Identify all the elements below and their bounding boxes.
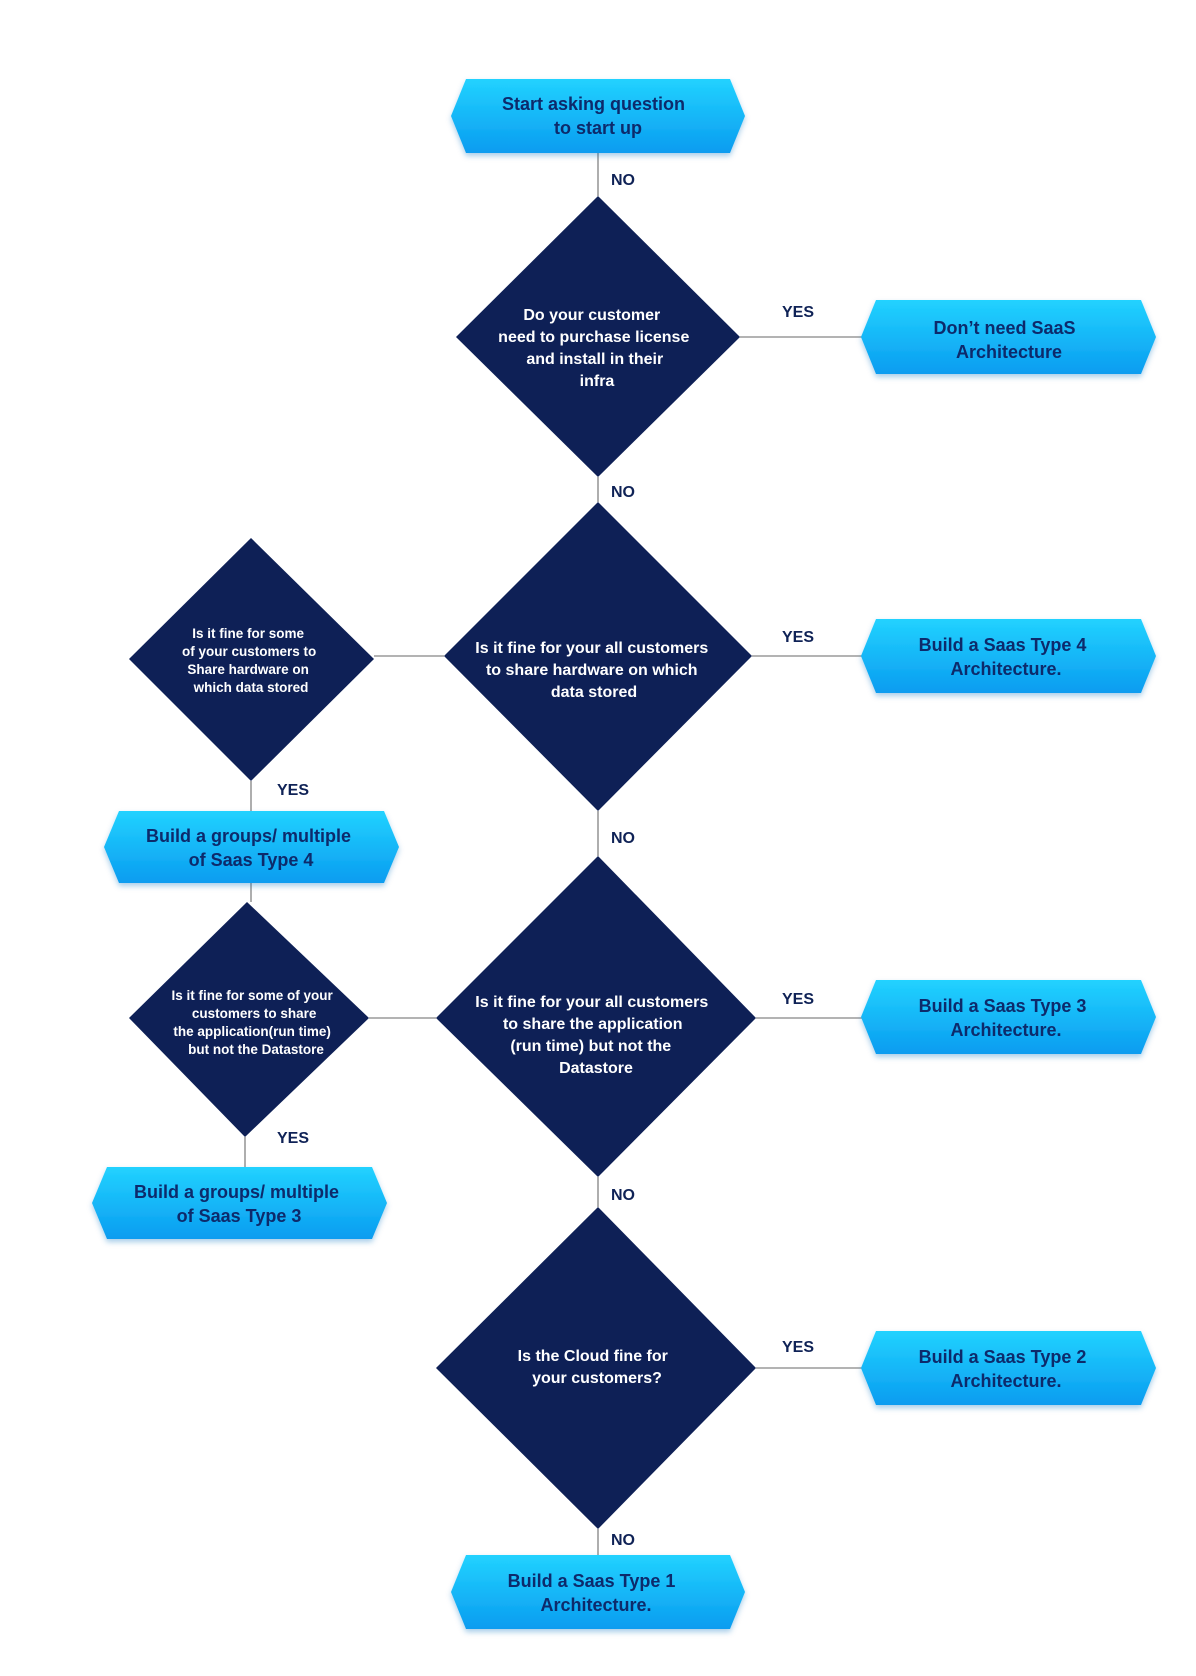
diamond-license [456,196,740,477]
diamond-share-hardware-all [444,502,752,811]
decision-share-hardware-some-line-2: of your customers to [182,644,316,659]
node-type1-line-1: Build a Saas Type 1 [508,1571,676,1591]
decision-share-app-some-line-1: Is it fine for some of your [171,988,333,1003]
node-type2-text: Build a Saas Type 2 Architecture. [919,1347,1092,1391]
node-type1-text: Build a Saas Type 1 Architecture. [508,1571,681,1615]
decision-share-app-all: Is it fine for your all customers to sha… [436,856,756,1177]
node-type4-text: Build a Saas Type 4 Architecture. [919,635,1092,679]
pill-type3 [861,980,1156,1054]
node-type3-text: Build a Saas Type 3 Architecture. [919,996,1092,1040]
edge-labels: NO YES NO YES YES NO YES YES NO YES NO [277,172,814,1549]
node-start: Start asking question to start up [451,79,745,153]
node-groups-type3-line-2: of Saas Type 3 [177,1206,302,1226]
decision-share-hardware-all-text: Is it fine for your all customers to sha… [475,640,712,701]
node-type4: Build a Saas Type 4 Architecture. [861,619,1156,693]
pill-type2 [861,1331,1156,1405]
decision-share-app-all-text: Is it fine for your all customers to sha… [475,994,712,1077]
pill-type4 [861,619,1156,693]
edge-label-cloud-yes: YES [782,1339,814,1356]
edge-label-license-yes: YES [782,304,814,321]
edge-label-cloud-no: NO [611,1532,635,1549]
decision-share-app-some-line-4: but not the Datastore [188,1042,324,1057]
diamond-share-app-all [436,856,756,1177]
decision-share-app-some: Is it fine for some of your customers to… [129,902,369,1137]
node-type4-line-1: Build a Saas Type 4 [919,635,1087,655]
node-type3: Build a Saas Type 3 Architecture. [861,980,1156,1054]
pill-type1 [451,1555,745,1629]
diamond-share-app-some [129,902,369,1137]
node-groups-type3: Build a groups/ multiple of Saas Type 3 [92,1167,387,1239]
decision-license-text: Do your customer need to purchase licens… [498,307,694,390]
decision-cloud: Is the Cloud fine for your customers? [436,1207,756,1529]
decision-license-line-4: infra [580,373,615,390]
decision-share-hardware-some: Is it fine for some of your customers to… [129,538,374,781]
node-type3-line-2: Architecture. [950,1020,1061,1040]
decision-cloud-text: Is the Cloud fine for your customers? [518,1348,673,1387]
decision-share-app-all-line-3: (run time) but not the [510,1038,671,1055]
node-groups-type4: Build a groups/ multiple of Saas Type 4 [104,811,399,883]
decision-cloud-line-2: your customers? [532,1370,662,1387]
node-type1-line-2: Architecture. [540,1595,651,1615]
node-groups-type3-text: Build a groups/ multiple of Saas Type 3 [134,1182,344,1226]
decision-share-app-all-line-2: to share the application [503,1016,683,1033]
decision-cloud-line-1: Is the Cloud fine for [518,1348,668,1365]
node-start-line-1: Start asking question [502,94,685,114]
edge-label-app-all-yes: YES [782,991,814,1008]
node-start-text: Start asking question to start up [502,94,690,138]
decision-share-app-some-text: Is it fine for some of your customers to… [171,988,336,1057]
decision-share-app-all-line-4: Datastore [559,1060,633,1077]
node-no-saas-line-1: Don’t need SaaS [933,318,1075,338]
connectors [244,153,862,1555]
pill-groups-type3 [92,1167,387,1239]
edge-label-license-no: NO [611,484,635,501]
decision-license: Do your customer need to purchase licens… [456,196,740,477]
edge-label-start-to-license: NO [611,172,635,189]
edge-label-hardware-all-no: NO [611,830,635,847]
decision-share-hardware-all-line-3: data stored [551,684,637,701]
node-groups-type4-line-2: of Saas Type 4 [189,850,314,870]
node-no-saas-line-2: Architecture [956,342,1062,362]
decision-share-app-some-line-3: the application(run time) [173,1024,331,1039]
pill-groups-type4 [104,811,399,883]
node-groups-type4-text: Build a groups/ multiple of Saas Type 4 [146,826,356,870]
decision-share-app-all-line-1: Is it fine for your all customers [475,994,708,1011]
decision-license-line-2: need to purchase license [498,329,689,346]
decision-share-hardware-all-line-1: Is it fine for your all customers [475,640,708,657]
decision-share-hardware-all-line-2: to share hardware on which [486,662,698,679]
node-type2-line-2: Architecture. [950,1371,1061,1391]
pill-no-saas [861,300,1156,374]
decision-share-hardware-some-line-1: Is it fine for some [192,626,304,641]
node-groups-type3-line-1: Build a groups/ multiple [134,1182,339,1202]
decision-share-app-some-line-2: customers to share [192,1006,317,1021]
decision-share-hardware-some-line-3: Share hardware on [187,662,309,677]
pill-start [451,79,745,153]
node-no-saas: Don’t need SaaS Architecture [861,300,1156,374]
decision-share-hardware-some-line-4: which data stored [193,680,309,695]
node-start-line-2: to start up [554,118,642,138]
node-no-saas-text: Don’t need SaaS Architecture [933,318,1080,362]
decision-license-line-1: Do your customer [523,307,660,324]
decision-license-line-3: and install in their [526,351,663,368]
node-groups-type4-line-1: Build a groups/ multiple [146,826,351,846]
node-type2: Build a Saas Type 2 Architecture. [861,1331,1156,1405]
diamond-share-hardware-some [129,538,374,781]
node-type2-line-1: Build a Saas Type 2 [919,1347,1087,1367]
node-type4-line-2: Architecture. [950,659,1061,679]
decision-share-hardware-all: Is it fine for your all customers to sha… [444,502,752,811]
edge-label-hardware-some-yes: YES [277,782,309,799]
decision-share-hardware-some-text: Is it fine for some of your customers to… [182,626,320,695]
edge-label-app-some-yes: YES [277,1130,309,1147]
edge-label-hardware-all-yes: YES [782,629,814,646]
edge-label-app-all-no: NO [611,1187,635,1204]
node-type3-line-1: Build a Saas Type 3 [919,996,1087,1016]
diamond-cloud [436,1207,756,1529]
node-type1: Build a Saas Type 1 Architecture. [451,1555,745,1629]
